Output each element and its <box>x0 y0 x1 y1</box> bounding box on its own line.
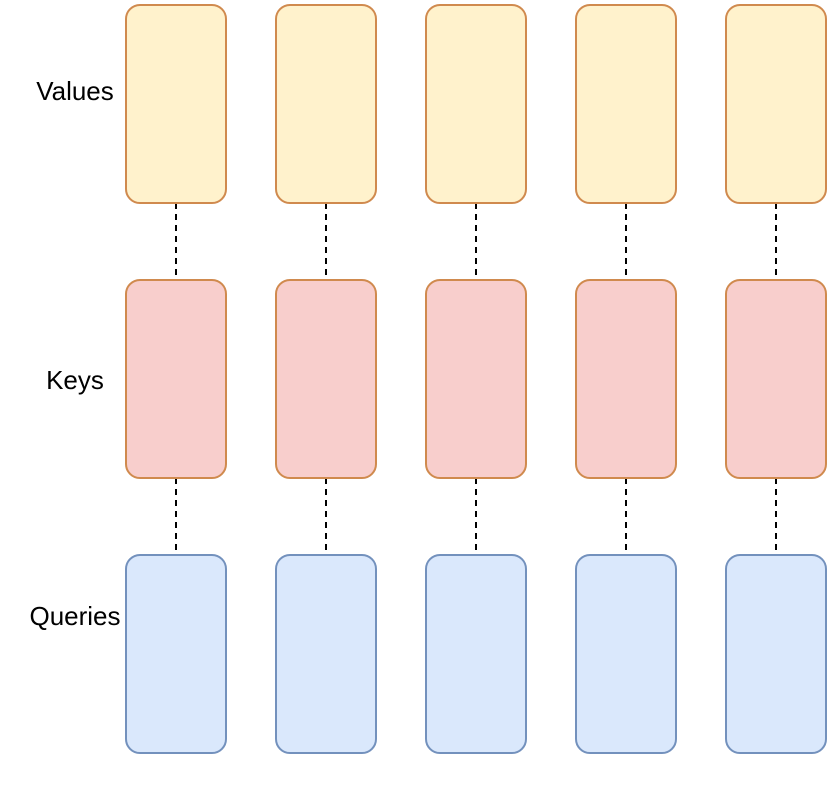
keys-box-4 <box>575 279 677 479</box>
keys-box-2 <box>275 279 377 479</box>
keys-box-1 <box>125 279 227 479</box>
queries-box-2 <box>275 554 377 754</box>
box-layer <box>125 4 827 754</box>
queries-box-3 <box>425 554 527 754</box>
values-box-4 <box>575 4 677 204</box>
values-box-5 <box>725 4 827 204</box>
values-box-1 <box>125 4 227 204</box>
keys-box-5 <box>725 279 827 479</box>
values-box-3 <box>425 4 527 204</box>
keys-box-3 <box>425 279 527 479</box>
values-label: Values <box>36 76 114 106</box>
values-box-2 <box>275 4 377 204</box>
label-layer: Values Keys Queries <box>29 76 120 631</box>
queries-box-4 <box>575 554 677 754</box>
connector-layer <box>175 203 777 555</box>
keys-label: Keys <box>46 365 104 395</box>
queries-label: Queries <box>29 601 120 631</box>
queries-box-1 <box>125 554 227 754</box>
queries-box-5 <box>725 554 827 754</box>
